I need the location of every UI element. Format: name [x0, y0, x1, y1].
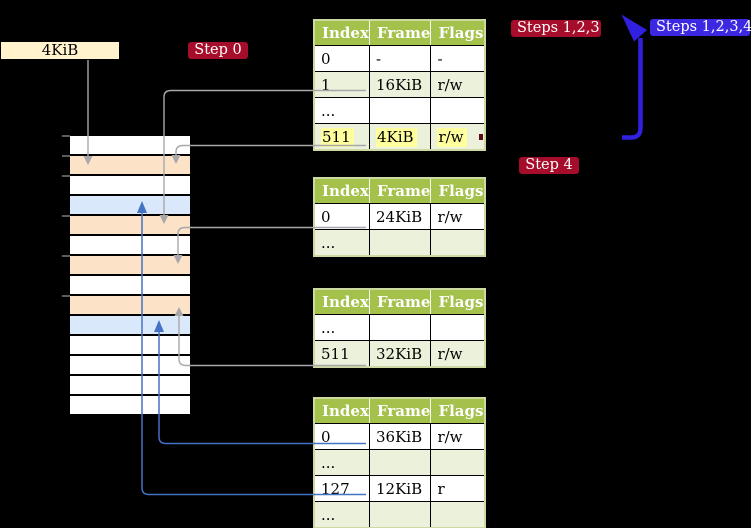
table-cell	[430, 314, 486, 341]
table-cell: r/w	[430, 203, 486, 230]
table-cell	[368, 97, 432, 124]
table-cell: 16KiB	[368, 71, 432, 98]
table-cell	[430, 229, 486, 257]
physical-memory-column	[70, 136, 190, 416]
table-cell: 0	[313, 423, 370, 450]
memory-frame-row-white	[70, 356, 190, 374]
table-cell: ...	[313, 449, 370, 476]
column-header: Index	[314, 289, 370, 315]
highlighted-value: 511	[321, 127, 354, 147]
highlighted-value: r/w	[437, 127, 467, 147]
memory-frame-row-peach	[70, 156, 190, 174]
column-header: Frame	[368, 178, 431, 204]
memory-frame-row-white	[70, 336, 190, 354]
column-header: Index	[314, 398, 370, 424]
table-cell	[430, 449, 486, 476]
big-blue-arrow	[621, 14, 647, 140]
table-cell: 0	[313, 45, 370, 72]
column-header: Index	[314, 178, 370, 204]
column-header: Frame	[368, 20, 431, 46]
table-cell: -	[430, 45, 486, 72]
memory-frame-row-blue	[70, 316, 190, 334]
table-cell: ...	[313, 97, 370, 124]
memory-frame-row-peach	[70, 216, 190, 234]
table-cell: 4KiB	[368, 123, 432, 151]
table-cell: 511	[313, 123, 370, 151]
steps-123-badge: Steps 1,2,3	[511, 20, 601, 37]
memory-frame-row-peach	[70, 256, 190, 274]
column-header: Flags	[430, 178, 486, 204]
table-cell	[368, 501, 432, 528]
step4-badge: Step 4	[519, 157, 579, 174]
memory-tick-marks	[62, 135, 70, 297]
table-cell	[368, 449, 432, 476]
column-header: Flags	[430, 289, 486, 315]
table-cell	[430, 501, 486, 528]
table-row: ...	[313, 449, 486, 476]
table-cell: 32KiB	[368, 340, 432, 368]
memory-frame-row-white	[70, 276, 190, 294]
table-cell: r/w	[430, 423, 486, 450]
frame-size-label: 4KiB	[1, 42, 119, 59]
table-row: ...	[313, 229, 486, 257]
table-row: ...	[313, 314, 486, 341]
column-header: Index	[314, 20, 370, 46]
memory-frame-row-white	[70, 236, 190, 254]
memory-frame-row-white	[70, 136, 190, 154]
table-cell	[430, 97, 486, 124]
steps-1234-badge: Steps 1,2,3,4	[650, 19, 751, 36]
memory-frame-row-blue	[70, 196, 190, 214]
table-cell: 12KiB	[368, 475, 432, 502]
table-cell: r	[430, 475, 486, 502]
table-row: ...	[313, 97, 486, 124]
table-cell	[368, 229, 432, 257]
table-cell: 36KiB	[368, 423, 432, 450]
column-header: Frame	[368, 289, 431, 315]
memory-frame-row-peach	[70, 296, 190, 314]
table-cell: 1	[313, 71, 370, 98]
highlighted-value: 4KiB	[376, 127, 417, 147]
table-cell: 0	[313, 203, 370, 230]
step0-badge: Step 0	[188, 42, 248, 59]
table-cell	[368, 314, 432, 341]
table-cell: r/w	[430, 123, 486, 151]
table-row: 0--	[313, 45, 486, 72]
table-cell: ...	[313, 314, 370, 341]
table-cell: 24KiB	[368, 203, 432, 230]
table-cell: ...	[313, 501, 370, 528]
column-header: Flags	[430, 20, 486, 46]
column-header: Flags	[430, 398, 486, 424]
memory-frame-row-white	[70, 376, 190, 394]
table-row: ...	[313, 501, 486, 528]
table-cell: r/w	[430, 71, 486, 98]
table-cell: r/w	[430, 340, 486, 368]
table-cell: 511	[313, 340, 370, 368]
memory-frame-row-white	[70, 396, 190, 414]
table-row: 511 4KiB r/w	[313, 123, 486, 151]
column-header: Frame	[368, 398, 431, 424]
table-cell: ...	[313, 229, 370, 257]
memory-frame-row-white	[70, 176, 190, 194]
table-cell: 127	[313, 475, 370, 502]
table-cell: -	[368, 45, 432, 72]
